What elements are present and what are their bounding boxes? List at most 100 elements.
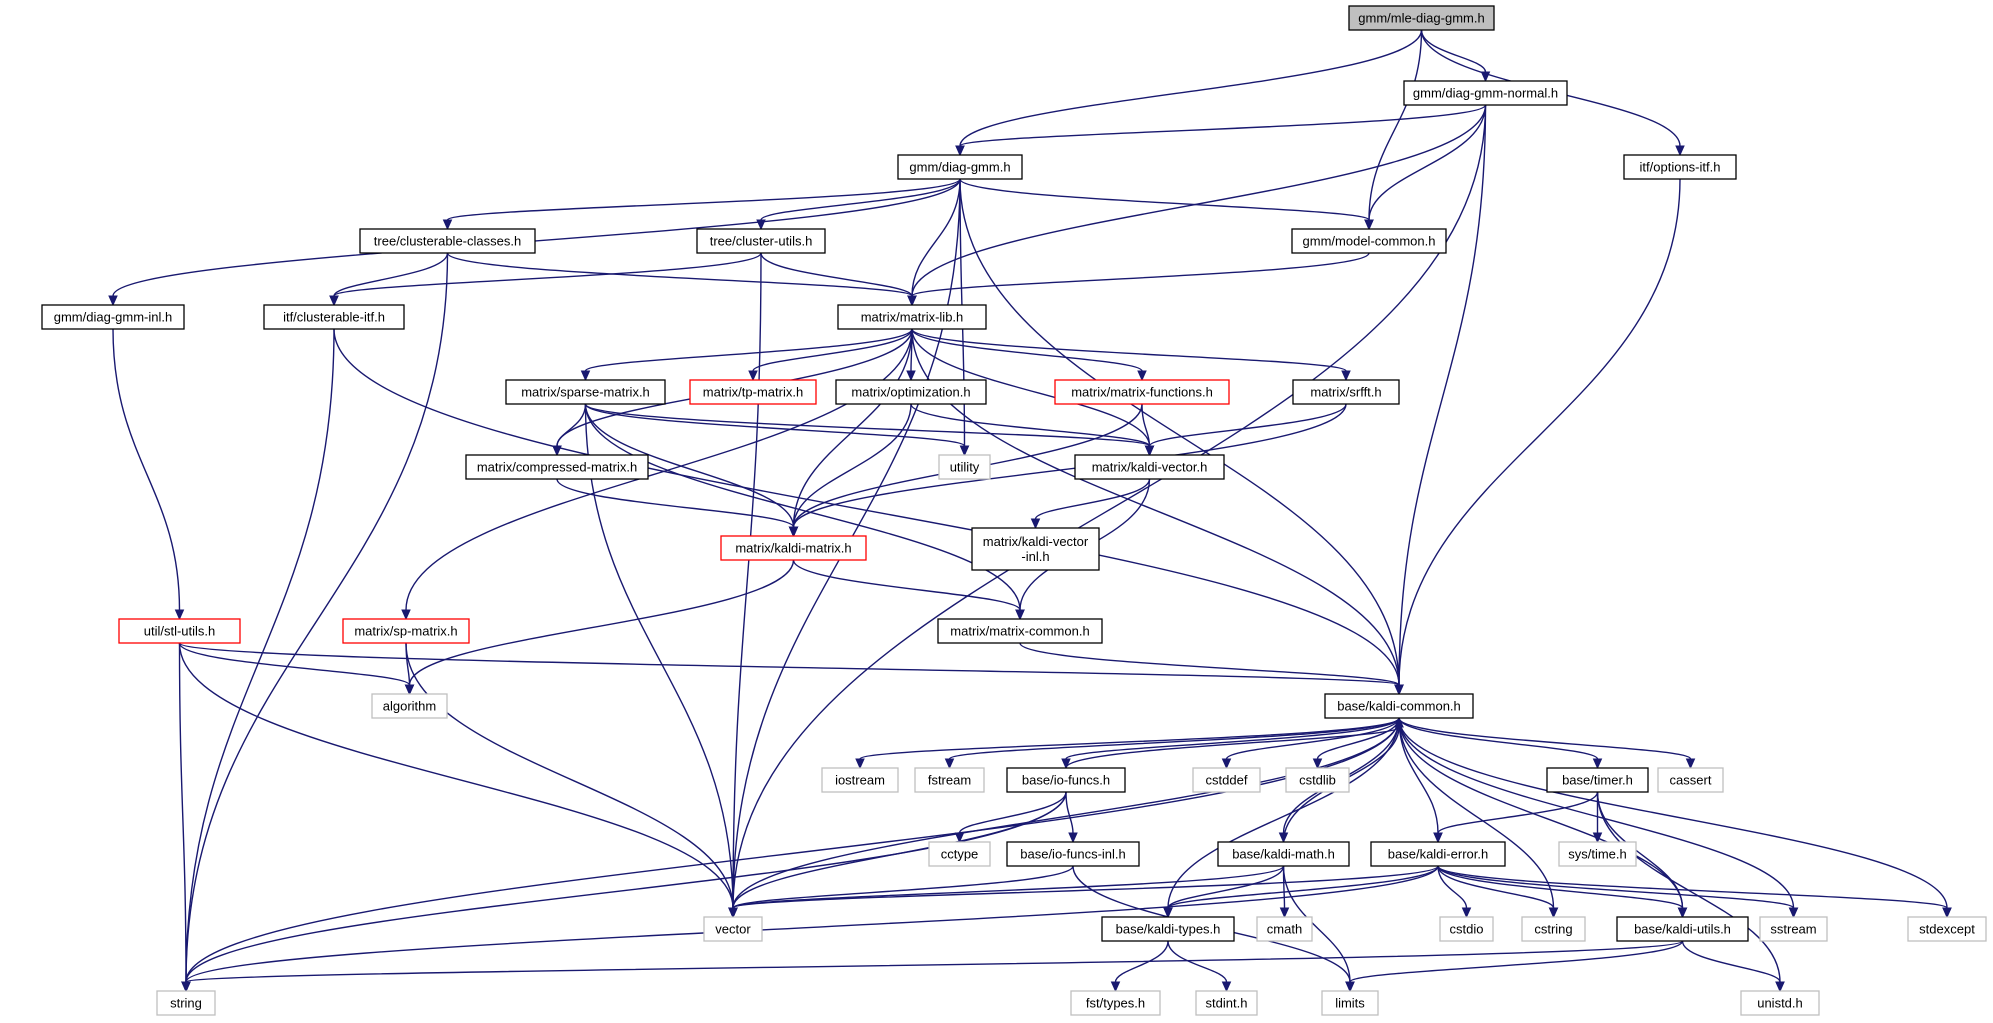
edge-kaldivector-to-kaldivectorinl [1030, 478, 1151, 530]
arrow-head-icon [1775, 981, 1785, 993]
node-stlutils[interactable]: util/stl-utils.h [118, 618, 241, 644]
arrow-head-icon [1137, 370, 1147, 382]
edge-line [1398, 717, 1692, 760]
arrow-head-icon [1279, 907, 1290, 919]
arrow-head-icon [788, 526, 799, 538]
edge-line [1437, 865, 1555, 909]
node-matfuncs[interactable]: matrix/matrix-functions.h [1054, 379, 1230, 405]
edge-kaldierror-to-kalditypes [1163, 865, 1439, 919]
node-label: string [170, 996, 202, 1011]
node-box [371, 693, 448, 719]
edge-kaldierror-to-kaldiutils [1437, 865, 1688, 919]
edge-line [1167, 865, 1285, 909]
node-kaldimath[interactable]: base/kaldi-math.h [1217, 841, 1350, 867]
edge-modelcommon-to-matrixlib [907, 252, 1370, 307]
node-kaldierror[interactable]: base/kaldi-error.h [1370, 841, 1506, 867]
edge-line [911, 328, 1151, 447]
node-box [937, 618, 1103, 644]
edge-line [1437, 791, 1599, 834]
node-kaldimatrix[interactable]: matrix/kaldi-matrix.h [720, 535, 867, 561]
node-matrixlib[interactable]: matrix/matrix-lib.h [837, 304, 987, 330]
edge-line [792, 559, 1021, 611]
arrow-head-icon [1788, 907, 1799, 919]
edge-line [1398, 717, 1795, 909]
node-kaldiutils[interactable]: base/kaldi-utils.h [1616, 916, 1749, 942]
node-srfft[interactable]: matrix/srfft.h [1292, 379, 1400, 405]
node-box [1321, 990, 1379, 1016]
node-treeclasses[interactable]: tree/clusterable-classes.h [359, 228, 536, 254]
node-spmatrix[interactable]: matrix/sp-matrix.h [342, 618, 470, 644]
node-timer[interactable]: base/timer.h [1546, 767, 1649, 793]
edge-line [1225, 717, 1400, 760]
edge-kalditypes-to-stdint [1167, 940, 1232, 993]
node-box [1285, 767, 1350, 793]
edge-line [792, 328, 913, 528]
node-optionsitf[interactable]: itf/options-itf.h [1623, 154, 1737, 180]
node-box [821, 767, 899, 793]
edge-kalditypes-to-fsttypes [1110, 940, 1169, 993]
node-tpmatrix[interactable]: matrix/tp-matrix.h [689, 379, 817, 405]
node-diaginl[interactable]: gmm/diag-gmm-inl.h [41, 304, 185, 330]
node-kaldivector[interactable]: matrix/kaldi-vector.h [1074, 454, 1225, 480]
edge-line [584, 403, 795, 528]
node-label: matrix/optimization.h [851, 385, 970, 400]
edge-line [1437, 865, 1468, 909]
edge-root-to-modelcommon [1364, 29, 1423, 231]
node-root[interactable]: gmm/mle-diag-gmm.h [1348, 5, 1495, 31]
edge-line [408, 559, 795, 686]
node-kaldicommon[interactable]: base/kaldi-common.h [1324, 693, 1474, 719]
edge-kaldicommon-to-kalditypes [1163, 717, 1400, 919]
node-label: cmath [1267, 922, 1302, 937]
arrow-head-icon [944, 758, 955, 770]
edge-line [1065, 791, 1074, 834]
arrow-head-icon [906, 370, 916, 382]
node-kaldivectorinl[interactable]: matrix/kaldi-vector-inl.h [971, 527, 1100, 571]
node-label: gmm/diag-gmm-normal.h [1413, 86, 1558, 101]
edge-line [752, 328, 913, 372]
edge-kaldiutils-to-limits [1345, 940, 1684, 993]
node-iofuncs[interactable]: base/io-funcs.h [1006, 767, 1126, 793]
edge-line [185, 717, 1400, 983]
edge-optimization-to-kaldimatrix [788, 403, 912, 538]
node-compressed[interactable]: matrix/compressed-matrix.h [465, 454, 649, 480]
node-clusteritf[interactable]: itf/clusterable-itf.h [263, 304, 405, 330]
node-label: matrix/kaldi-vector.h [1092, 460, 1208, 475]
node-diaggmm[interactable]: gmm/diag-gmm.h [897, 154, 1023, 180]
node-label: cstddef [1206, 773, 1248, 788]
edge-stlutils-to-string [178, 642, 191, 993]
arrow-head-icon [955, 145, 965, 157]
edge-line [405, 642, 734, 909]
arrow-head-icon [1068, 832, 1078, 844]
node-label: vector [715, 922, 751, 937]
arrow-head-icon [1341, 370, 1351, 382]
node-treeutils[interactable]: tree/cluster-utils.h [696, 228, 826, 254]
node-fsttypes: fst/types.h [1070, 990, 1161, 1016]
node-box [938, 454, 991, 480]
edge-iofuncs-to-cctype [954, 791, 1067, 844]
edge-kaldicommon-to-cstddef [1221, 717, 1400, 770]
node-box [1006, 767, 1126, 793]
node-label: matrix/srfft.h [1310, 385, 1381, 400]
node-kalditypes[interactable]: base/kaldi-types.h [1101, 916, 1235, 942]
edge-line [1681, 940, 1781, 983]
edge-line [911, 178, 961, 297]
edge-line [1398, 717, 1555, 909]
node-cassert: cassert [1657, 767, 1724, 793]
edge-stlutils-to-algorithm [178, 642, 415, 696]
edge-kaldicommon-to-string [181, 717, 1400, 993]
node-optimization[interactable]: matrix/optimization.h [835, 379, 987, 405]
node-modelcommon[interactable]: gmm/model-common.h [1291, 228, 1447, 254]
edge-diaggmm-to-modelcommon [959, 178, 1374, 231]
node-iofuncsinl[interactable]: base/io-funcs-inl.h [1006, 841, 1140, 867]
node-sparse[interactable]: matrix/sparse-matrix.h [505, 379, 666, 405]
arrow-head-icon [1675, 145, 1685, 157]
edge-line [185, 791, 1067, 983]
edge-matrixcommon-to-kaldicommon [1019, 642, 1404, 696]
edge-line [584, 403, 1151, 447]
arrow-head-icon [1144, 445, 1155, 457]
edge-kaldimath-to-vector [728, 865, 1285, 919]
node-utility: utility [938, 454, 991, 480]
node-diagnormal[interactable]: gmm/diag-gmm-normal.h [1403, 80, 1568, 106]
node-label: gmm/diag-gmm-inl.h [54, 310, 172, 325]
node-matrixcommon[interactable]: matrix/matrix-common.h [937, 618, 1103, 644]
